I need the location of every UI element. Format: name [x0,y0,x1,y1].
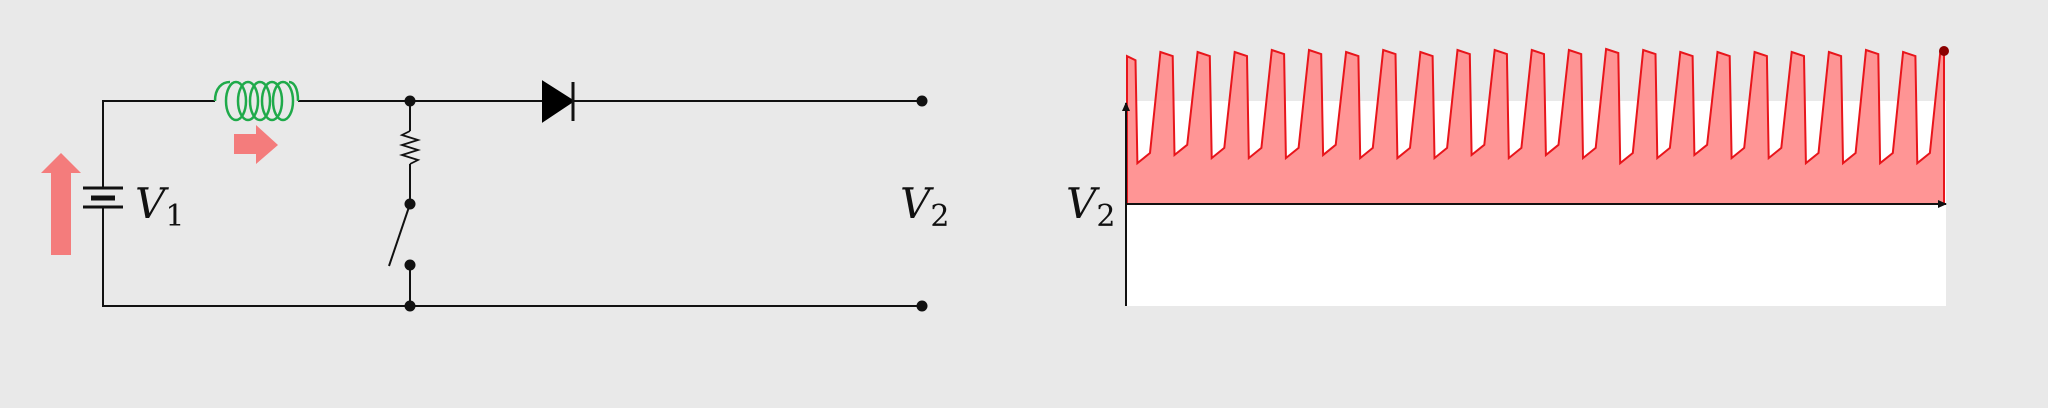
resistor-icon [398,130,422,165]
output-voltage-plot: V2 [1066,46,1949,306]
waveform-endpoint [1939,46,1949,56]
inductor-current-arrow-icon [234,125,278,164]
output-terminal-bottom [916,300,928,312]
battery-icon [83,180,123,213]
inductor-coil-icon [213,80,300,122]
output-terminal-top [916,95,928,107]
wire-bottom-left [102,213,410,307]
diode-icon [542,80,575,123]
circuit-nodes [404,95,928,312]
waveform-area [1126,47,1945,205]
plot-ylabel: V2 [1066,179,1115,234]
node-top-junction [404,95,416,107]
boost-converter-circuit [83,80,928,312]
current-arrow-icon [41,153,81,255]
source-voltage-label: V1 [135,179,184,234]
node-bottom-junction [404,300,416,312]
switch-contact-top [404,198,416,210]
output-voltage-label: V2 [900,179,949,234]
wire-left [102,100,215,180]
open-switch-icon [388,203,411,267]
switch-contact-bottom [404,259,416,271]
